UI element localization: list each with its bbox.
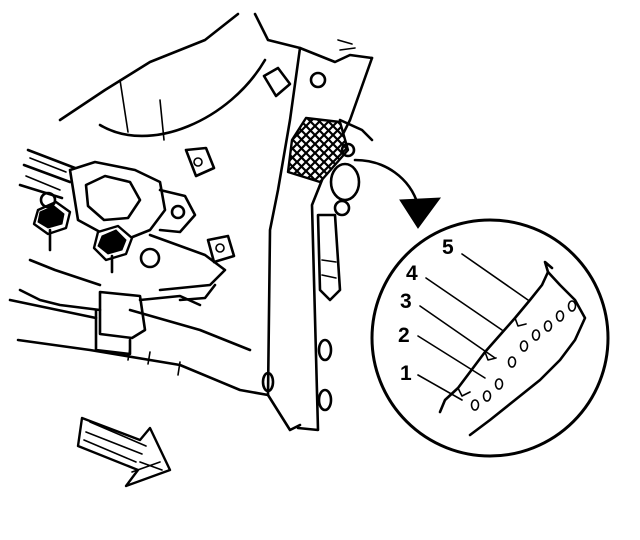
engine-block (16, 12, 374, 432)
callout-5: 5 (442, 236, 454, 259)
magnified-detail-circle: 5 4 3 2 1 (370, 218, 610, 458)
manifold-bolts (32, 191, 161, 274)
block-bolt-holes (184, 66, 361, 412)
front-direction-arrow-icon (76, 416, 172, 488)
bolt-icon (92, 224, 134, 274)
lower-bracket (8, 290, 202, 356)
callout-2: 2 (398, 324, 410, 347)
callout-4: 4 (406, 262, 418, 285)
callout-3: 3 (400, 290, 412, 313)
callout-1: 1 (400, 362, 412, 385)
bolt-icon (32, 200, 72, 252)
curved-arrow-icon (353, 158, 442, 229)
date-code-marks (470, 300, 577, 411)
cross-hatched-area (286, 116, 350, 184)
